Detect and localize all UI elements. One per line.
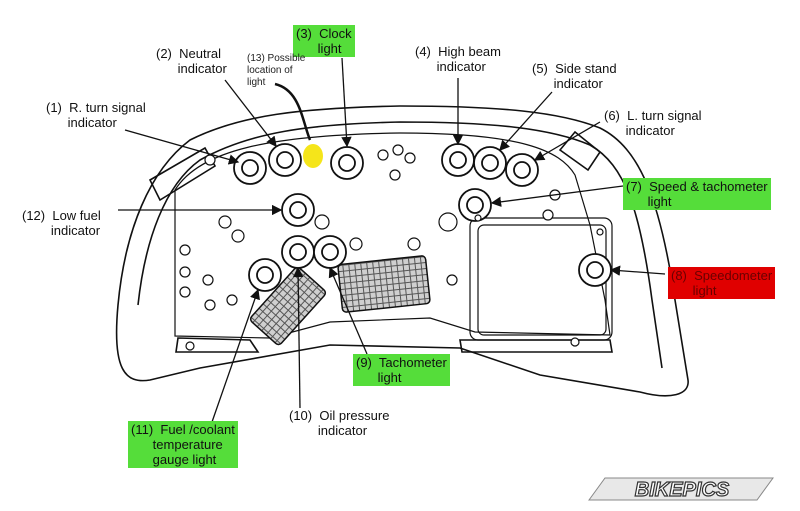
gauge-circuit-board bbox=[249, 266, 327, 346]
label-tachometer-light: (9) Tachometer light bbox=[353, 354, 450, 386]
socket-high-beam bbox=[441, 143, 475, 177]
label-oil-pressure: (10) Oil pressure indicator bbox=[289, 408, 390, 438]
small-terminals bbox=[179, 144, 604, 351]
socket-tachometer bbox=[313, 235, 347, 269]
socket-r-turn-signal bbox=[233, 151, 267, 185]
label-side-stand: (5) Side stand indicator bbox=[532, 61, 617, 91]
socket-side-stand bbox=[473, 146, 507, 180]
socket-speedometer bbox=[578, 253, 612, 287]
label-low-fuel: (12) Low fuel indicator bbox=[22, 208, 101, 238]
label-high-beam: (4) High beam indicator bbox=[415, 44, 501, 74]
socket-fuel-coolant bbox=[248, 258, 282, 292]
socket-neutral bbox=[268, 143, 302, 177]
possible-location-marker bbox=[303, 144, 323, 168]
leader-lines bbox=[118, 57, 666, 423]
bikepics-logo: BIKEPICS bbox=[588, 477, 774, 502]
label-speedometer-light: (8) Speedometer light bbox=[668, 267, 776, 299]
label-l-turn-signal: (6) L. turn signal indicator bbox=[604, 108, 702, 138]
socket-clock bbox=[330, 146, 364, 180]
socket-low-fuel bbox=[281, 193, 315, 227]
label-speed-tachometer-light: (7) Speed & tachometer light bbox=[623, 178, 771, 210]
svg-text:BIKEPICS: BIKEPICS bbox=[635, 479, 730, 501]
label-fuel-coolant-light: (11) Fuel /coolant temperature gauge lig… bbox=[128, 421, 238, 468]
socket-oil-pressure bbox=[281, 235, 315, 269]
socket-l-turn-signal bbox=[505, 153, 539, 187]
label-clock-light: (3) Clock light bbox=[293, 25, 355, 57]
label-possible-location: (13) Possible location of light bbox=[247, 53, 306, 88]
circuit-plate bbox=[174, 132, 613, 341]
label-r-turn-signal: (1) R. turn signal indicator bbox=[46, 100, 146, 130]
label-neutral: (2) Neutral indicator bbox=[156, 46, 227, 76]
tachometer-circuit-board bbox=[337, 255, 431, 313]
